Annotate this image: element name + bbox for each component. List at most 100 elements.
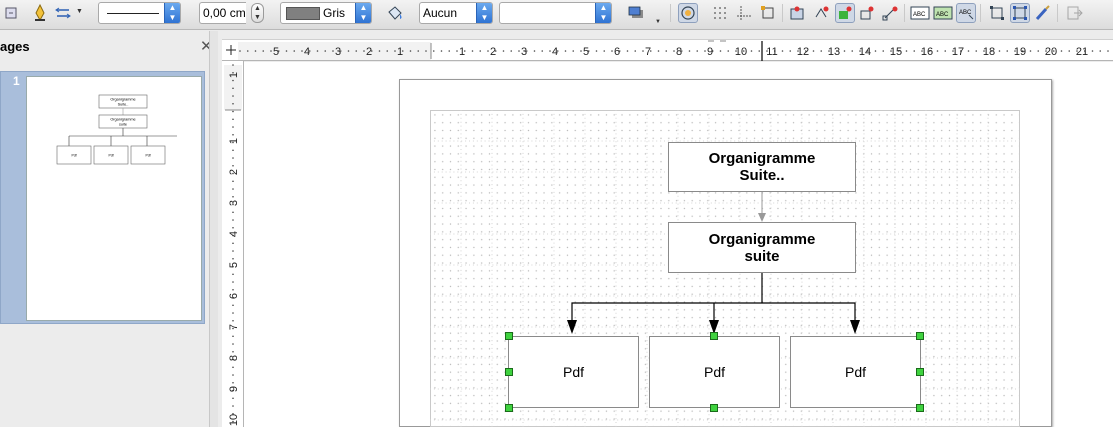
exit-group-icon[interactable] [1065, 3, 1085, 23]
area-color-chevron-icon[interactable]: ▲▼ [355, 3, 371, 23]
ruler-tick-label: 8 [228, 355, 240, 361]
thumb-child-2: Pdf [108, 154, 113, 158]
ruler-tick-label: 10 [735, 46, 747, 58]
org-box-child-2[interactable]: Pdf [649, 336, 780, 408]
snap-page-margins-icon[interactable] [835, 3, 855, 23]
selection-handle[interactable] [916, 404, 924, 412]
ruler-tick-label: 5 [583, 46, 589, 58]
brush-icon[interactable] [1033, 3, 1053, 23]
svg-text:ABC: ABC [959, 10, 972, 16]
slide-number: 1 [13, 74, 20, 88]
helplines-icon[interactable] [734, 3, 754, 23]
snap-object-points-icon[interactable] [811, 3, 831, 23]
snap-to-grid-icon[interactable] [857, 3, 877, 23]
slide-thumbnail-page: Organigramme Suite.. Organigramme suite … [26, 76, 202, 321]
selection-handle[interactable] [916, 368, 924, 376]
org-box-middle-label: Organigramme suite [708, 230, 816, 265]
toolbar-overflow-icon[interactable]: ▼ [655, 19, 661, 25]
arrow-style-dropdown-icon[interactable]: ▼ [76, 8, 83, 15]
ruler-tick-label: 2 [228, 169, 240, 175]
shadow-icon[interactable] [626, 3, 646, 23]
toolbar-separator [904, 4, 905, 22]
line-icon[interactable] [30, 3, 50, 23]
ruler-tick-label: 15 [890, 46, 902, 58]
line-style-chevron-icon[interactable]: ▲▼ [164, 3, 180, 23]
line-width-value: 0,00 cm [203, 6, 246, 20]
line-style-select[interactable]: ▲▼ [98, 2, 181, 24]
grid-display-icon[interactable] [710, 3, 730, 23]
org-box-child-3-label: Pdf [844, 364, 866, 380]
line-width-spinner[interactable]: ▲▼ [251, 3, 264, 23]
ruler-tick-label: 1 [228, 72, 240, 78]
ruler-tick-label: 7 [228, 324, 240, 330]
text-frame-icon[interactable]: ABC [956, 3, 976, 23]
slide-thumbnail-1[interactable]: 1 Organigramme Suite.. Organigramme suit… [0, 71, 205, 324]
line-width-field[interactable]: 0,00 cm [199, 2, 246, 24]
selection-handle[interactable] [505, 368, 513, 376]
snap-frame-icon[interactable] [758, 3, 778, 23]
ruler-tick-label: 10 [228, 414, 240, 426]
ruler-tick-label: 4 [552, 46, 558, 58]
thumb-child-1: Pdf [71, 154, 76, 158]
arrow-style-icon[interactable] [54, 3, 74, 23]
selection-handle[interactable] [505, 404, 513, 412]
pages-panel-title: ages [0, 39, 30, 54]
org-box-middle[interactable]: Organigramme suite [668, 222, 856, 273]
ruler-tick-label: 7 [645, 46, 651, 58]
ruler-tick-label: 20 [1045, 46, 1057, 58]
toolbar-separator [670, 4, 671, 22]
area-style-value: Aucun [423, 6, 458, 20]
ruler-tick-label: 1 [459, 46, 465, 58]
org-box-child-3[interactable]: Pdf [790, 336, 921, 408]
ruler-tick-label: 9 [707, 46, 713, 58]
selection-handle[interactable] [916, 332, 924, 340]
area-fill-chevron-icon[interactable]: ▲▼ [595, 3, 611, 23]
area-color-select[interactable]: Gris ▲▼ [280, 2, 372, 24]
selection-handle[interactable] [710, 404, 718, 412]
snap-points-icon[interactable] [880, 3, 900, 23]
org-box-top-label: Organigramme Suite.. [708, 150, 816, 184]
ruler-tick-label: 12 [797, 46, 809, 58]
ruler-tick-label: 14 [859, 46, 871, 58]
ruler-tick-label: 5 [228, 262, 240, 268]
org-box-top[interactable]: Organigramme Suite.. [668, 142, 856, 192]
org-box-child-1[interactable]: Pdf [508, 336, 639, 408]
toolbar-options-icon[interactable] [2, 3, 22, 23]
ruler-tick-label: 21 [1076, 46, 1088, 58]
ruler-tick-label: 3 [521, 46, 527, 58]
transformations-icon[interactable] [987, 3, 1007, 23]
area-fill-select[interactable]: ▲▼ [499, 2, 612, 24]
effects-icon[interactable] [678, 3, 698, 23]
org-box-child-2-label: Pdf [703, 364, 725, 380]
area-color-label: Gris [323, 6, 345, 20]
area-fill-icon[interactable] [385, 3, 405, 23]
selection-handle[interactable] [710, 332, 718, 340]
svg-text:ABC: ABC [913, 12, 926, 18]
thumb-top-line2: Suite.. [118, 103, 129, 107]
thumb-mid-line1: Organigramme [110, 118, 135, 122]
points-icon[interactable] [1010, 3, 1030, 23]
area-color-swatch [286, 7, 320, 20]
ruler-tick-label: 3 [228, 200, 240, 206]
area-style-chevron-icon[interactable]: ▲▼ [476, 3, 492, 23]
ruler-tick-label: 2 [366, 46, 372, 58]
toolbar-separator [980, 4, 981, 22]
ruler-tick-label: 3 [335, 46, 341, 58]
svg-text:ABC: ABC [936, 12, 949, 18]
ruler-tick-label: 18 [983, 46, 995, 58]
snap-object-border-icon[interactable] [787, 3, 807, 23]
ruler-tick-label: 17 [952, 46, 964, 58]
ruler-tick-label: 9 [228, 386, 240, 392]
selection-handle[interactable] [505, 332, 513, 340]
text-fit-icon[interactable]: ABC [910, 3, 930, 23]
drawing-object-toolbar: ▼ ▲▼ 0,00 cm ▲▼ Gris ▲▼ Aucun ▲▼ ▲▼ ▼ [0, 0, 1113, 30]
area-style-select[interactable]: Aucun ▲▼ [419, 2, 493, 24]
panel-splitter[interactable] [209, 31, 218, 427]
ruler-tick-label: 13 [828, 46, 840, 58]
toolbar-separator [1057, 4, 1058, 22]
text-anchor-icon[interactable]: ABC [933, 3, 953, 23]
